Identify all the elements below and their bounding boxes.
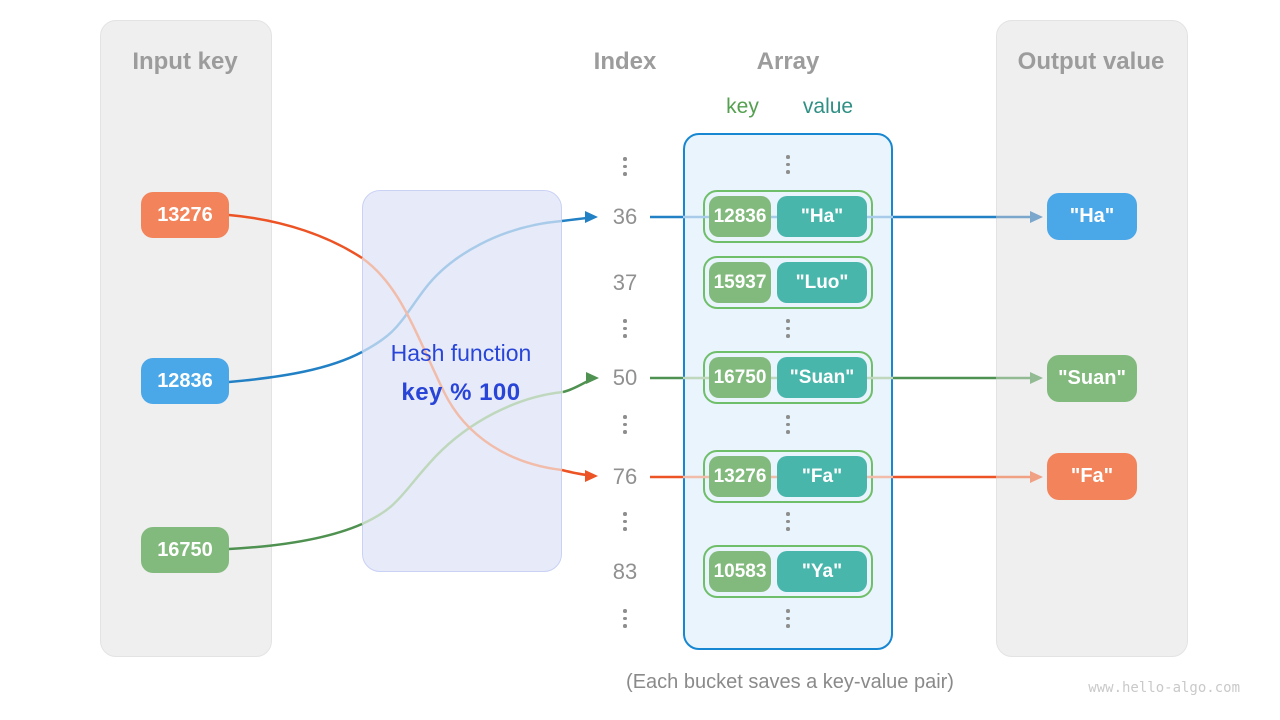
line-orange-to-index [561, 468, 588, 477]
index-label-50: 50 [612, 365, 638, 390]
bucket-key: 13276 [709, 456, 771, 497]
output-value-ha: "Ha" [1047, 193, 1137, 240]
ellipsis-icon [785, 512, 791, 531]
input-key-12836: 12836 [141, 358, 229, 404]
bucket-outline-83 [703, 545, 873, 598]
array-column-title: Array [756, 48, 820, 75]
bucket-value: "Ya" [777, 551, 867, 592]
output-value-fa: "Fa" [1047, 453, 1137, 500]
ellipsis-icon [785, 609, 791, 628]
ellipsis-icon [785, 319, 791, 338]
watermark: www.hello-algo.com [1088, 680, 1240, 696]
bucket-value: "Fa" [777, 456, 867, 497]
ellipsis-icon [622, 415, 628, 434]
input-panel-title: Input key [132, 48, 238, 75]
bucket-50: 16750 "Suan" [703, 351, 873, 404]
output-value-panel [996, 20, 1188, 657]
bucket-76: 13276 "Fa" [703, 450, 873, 503]
index-label-37: 37 [612, 270, 638, 295]
input-key-16750: 16750 [141, 527, 229, 573]
hash-function-text: Hash function key % 100 [362, 340, 560, 407]
ellipsis-icon [622, 512, 628, 531]
index-label-83: 83 [612, 559, 638, 584]
bucket-key: 15937 [709, 262, 771, 303]
bucket-value: "Luo" [777, 262, 867, 303]
bucket-36: 12836 "Ha" [703, 190, 873, 243]
bucket-outline-37 [703, 256, 873, 309]
index-label-76: 76 [612, 464, 638, 489]
hash-function-title: Hash function [390, 340, 532, 366]
ellipsis-icon [785, 155, 791, 174]
hash-function-formula: key % 100 [401, 379, 521, 406]
bucket-37: 15937 "Luo" [703, 256, 873, 309]
ellipsis-icon [622, 157, 628, 176]
line-green-to-index [562, 379, 589, 394]
bucket-key: 16750 [709, 357, 771, 398]
ellipsis-icon [785, 415, 791, 434]
output-value-suan: "Suan" [1047, 355, 1137, 402]
bucket-key: 10583 [709, 551, 771, 592]
line-blue-to-index [561, 216, 588, 223]
figure-caption: (Each bucket saves a key-value pair) [626, 671, 954, 693]
index-label-36: 36 [612, 204, 638, 229]
bucket-value: "Ha" [777, 196, 867, 237]
ellipsis-icon [622, 609, 628, 628]
bucket-key: 12836 [709, 196, 771, 237]
output-panel-title: Output value [1017, 48, 1165, 75]
index-column-title: Index [593, 48, 657, 75]
bucket-value: "Suan" [777, 357, 867, 398]
ellipsis-icon [622, 319, 628, 338]
key-column-label: key [726, 95, 759, 118]
value-column-label: value [802, 95, 854, 118]
input-key-13276: 13276 [141, 192, 229, 238]
bucket-83: 10583 "Ya" [703, 545, 873, 598]
